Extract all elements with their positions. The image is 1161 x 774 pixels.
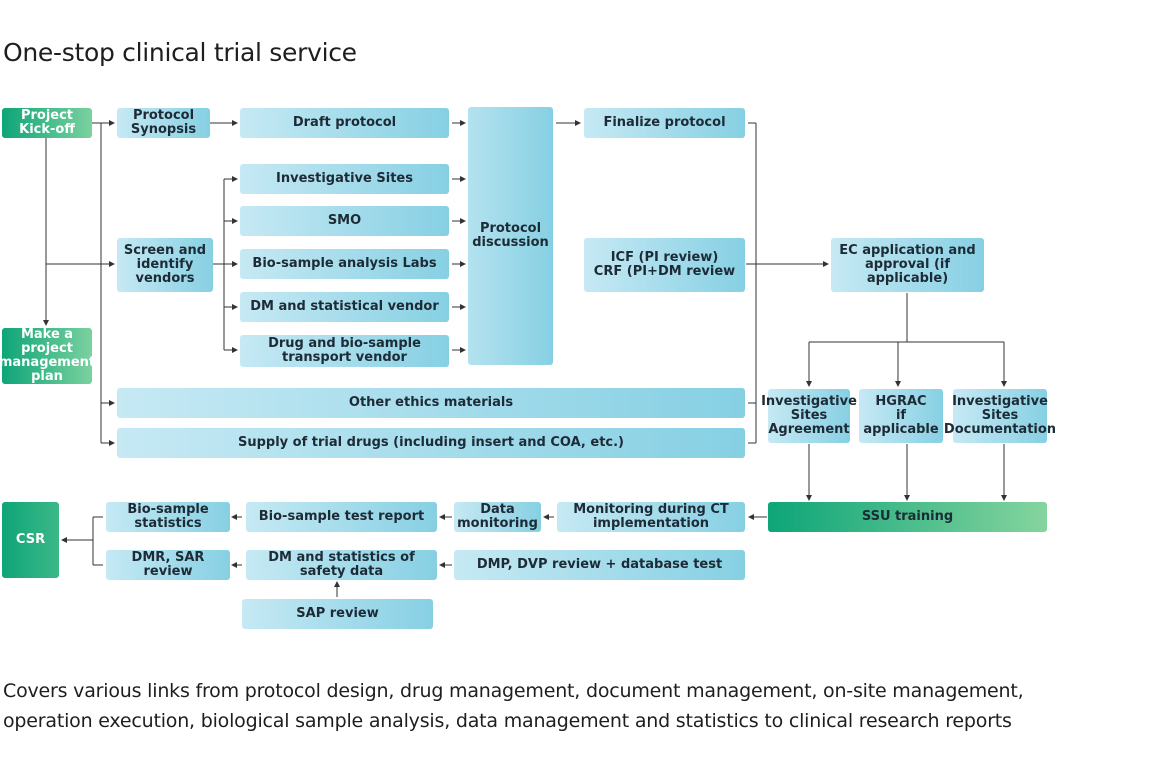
sites-agreement-node: Investigative Sites Agreement: [761, 389, 857, 443]
finalize-protocol-node: Finalize protocol: [584, 108, 745, 138]
sap-review-node: SAP review: [242, 599, 433, 629]
other-ethics-materials-node: Other ethics materials: [117, 388, 745, 418]
dmr-sar-review-node: DMR, SAR review: [106, 550, 230, 580]
safety-data-statistics-node: DM and statistics of safety data: [246, 550, 437, 580]
project-management-plan-node: Make a project management plan: [0, 327, 96, 384]
bio-sample-test-report-node: Bio-sample test report: [246, 502, 437, 532]
caption-line-2: operation execution, biological sample a…: [3, 710, 1012, 732]
data-monitoring-node: Data monitoring: [454, 502, 541, 532]
hgrac-node: HGRAC if applicable: [859, 389, 943, 443]
smo-node: SMO: [240, 206, 449, 236]
ssu-training-node: SSU training: [768, 502, 1047, 532]
protocol-synopsis-node: Protocol Synopsis: [117, 108, 210, 138]
sites-documentation-node: Investigative Sites Documentation: [944, 389, 1056, 443]
dmp-dvp-review-node: DMP, DVP review + database test: [454, 550, 745, 580]
csr-node: CSR: [2, 502, 59, 578]
bio-sample-statistics-node: Bio-sample statistics: [106, 502, 230, 532]
project-kickoff-node: Project Kick-off: [2, 108, 92, 138]
supply-trial-drugs-node: Supply of trial drugs (including insert …: [117, 428, 745, 458]
draft-protocol-node: Draft protocol: [240, 108, 449, 138]
ec-application-node: EC application and approval (if applicab…: [831, 238, 984, 292]
diagram-caption: Covers various links from protocol desig…: [3, 676, 1024, 736]
icf-crf-review-node: ICF (PI review) CRF (PI+DM review: [584, 238, 745, 292]
diagram-title: One-stop clinical trial service: [3, 38, 357, 67]
screen-vendors-node: Screen and identify vendors: [117, 238, 213, 292]
caption-line-1: Covers various links from protocol desig…: [3, 680, 1024, 702]
protocol-discussion-node: Protocol discussion: [468, 107, 553, 365]
monitoring-ct-node: Monitoring during CT implementation: [557, 502, 745, 532]
bio-sample-labs-node: Bio-sample analysis Labs: [240, 249, 449, 279]
transport-vendor-node: Drug and bio-sample transport vendor: [240, 335, 449, 367]
investigative-sites-node: Investigative Sites: [240, 164, 449, 194]
dm-statistical-vendor-node: DM and statistical vendor: [240, 292, 449, 322]
